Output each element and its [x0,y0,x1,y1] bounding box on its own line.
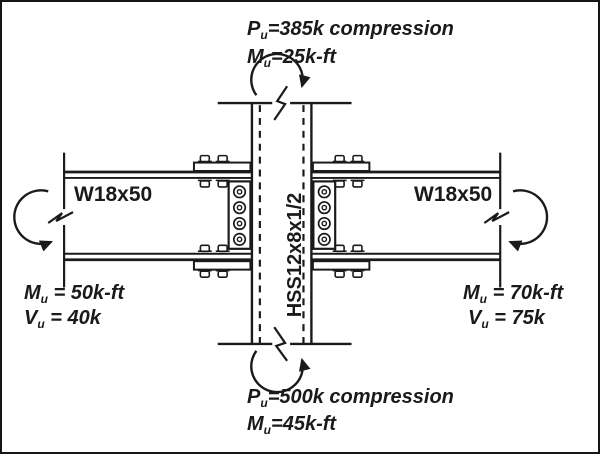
load-symbol: M [463,282,480,304]
bolt [331,269,348,278]
load-value: =385k compression [267,18,454,40]
load-symbol: M [247,46,264,68]
bolt [214,154,231,163]
bolt [197,179,213,188]
load-subscript: u [479,292,488,306]
bottom-load-line2: Mu=45k-ft [247,413,337,437]
load-value: =500k compression [267,386,454,408]
load-value: =25k-ft [271,46,337,68]
left-beam-label: W18x50 [74,183,153,206]
left-moment-label: Mu = 50k-ft [24,282,125,306]
bolt-center [236,204,243,211]
flange-plates [192,161,371,271]
top-flange-plate-right [311,161,371,172]
bolt [349,269,366,278]
top-load-line2: Mu=25k-ft [247,46,337,70]
bolt [214,269,231,278]
bolt-center [321,188,328,195]
load-subscript: u [263,56,272,70]
top-load-line1: Pu=385k compression [247,18,454,42]
bolt [214,179,231,188]
load-symbol: P [247,386,261,408]
load-subscript: u [481,317,489,331]
bolt-center [236,236,243,243]
shear-plate-left [227,180,252,250]
bolt-center [321,204,328,211]
moment-arrows [13,52,549,394]
bolt-center [236,188,243,195]
load-subscript: u [40,292,49,306]
top-flange-plate-left [192,161,252,172]
column-break-symbol-top [273,85,289,121]
right-moment-label: Mu = 70k-ft [463,282,564,306]
load-value: = 40k [44,307,101,329]
left-shear-label: Vu = 40k [24,307,101,331]
column-break-symbol-bottom [273,326,288,362]
load-subscript: u [37,317,45,331]
hss-column [217,85,352,362]
load-symbol: P [247,18,261,40]
moment-arrow-right [508,189,549,252]
load-value: = 50k-ft [48,282,125,304]
bottom-flange-plate-right [311,260,371,271]
load-symbol: M [247,413,264,435]
column-label: HSS12x8x1/2 [284,192,306,318]
load-value: = 70k-ft [487,282,564,304]
bolt [349,154,366,163]
load-value: =45k-ft [271,413,337,435]
moment-arrow-bottom [250,350,311,394]
bolt [197,269,213,278]
shear-plate [312,180,337,250]
bolt [214,244,231,253]
bolt [197,244,213,253]
shear-plate [227,180,252,250]
bottom-flange-plate-left [192,260,252,271]
bottom-load-line1: Pu=500k compression [247,386,454,410]
bolt [197,154,213,163]
load-symbol: M [24,282,41,304]
bolt [349,179,366,188]
load-subscript: u [263,423,272,437]
load-symbol: V [468,307,482,329]
right-shear-label: Vu = 75k [468,307,545,331]
bolt-center [321,220,328,227]
bolt-center [236,220,243,227]
load-subscript: u [260,28,268,42]
beam-break-symbol [47,211,74,224]
moment-arrow-left [13,189,54,252]
bolt [349,244,366,253]
bolt-center [321,236,328,243]
load-symbol: V [24,307,38,329]
right-beam-label: W18x50 [414,183,493,206]
load-subscript: u [260,396,268,410]
load-value: = 75k [488,307,545,329]
beam-break-symbol [483,211,510,224]
shear-plate-right [312,180,337,250]
moment-arrow-top [250,52,311,96]
bolt [331,154,348,163]
